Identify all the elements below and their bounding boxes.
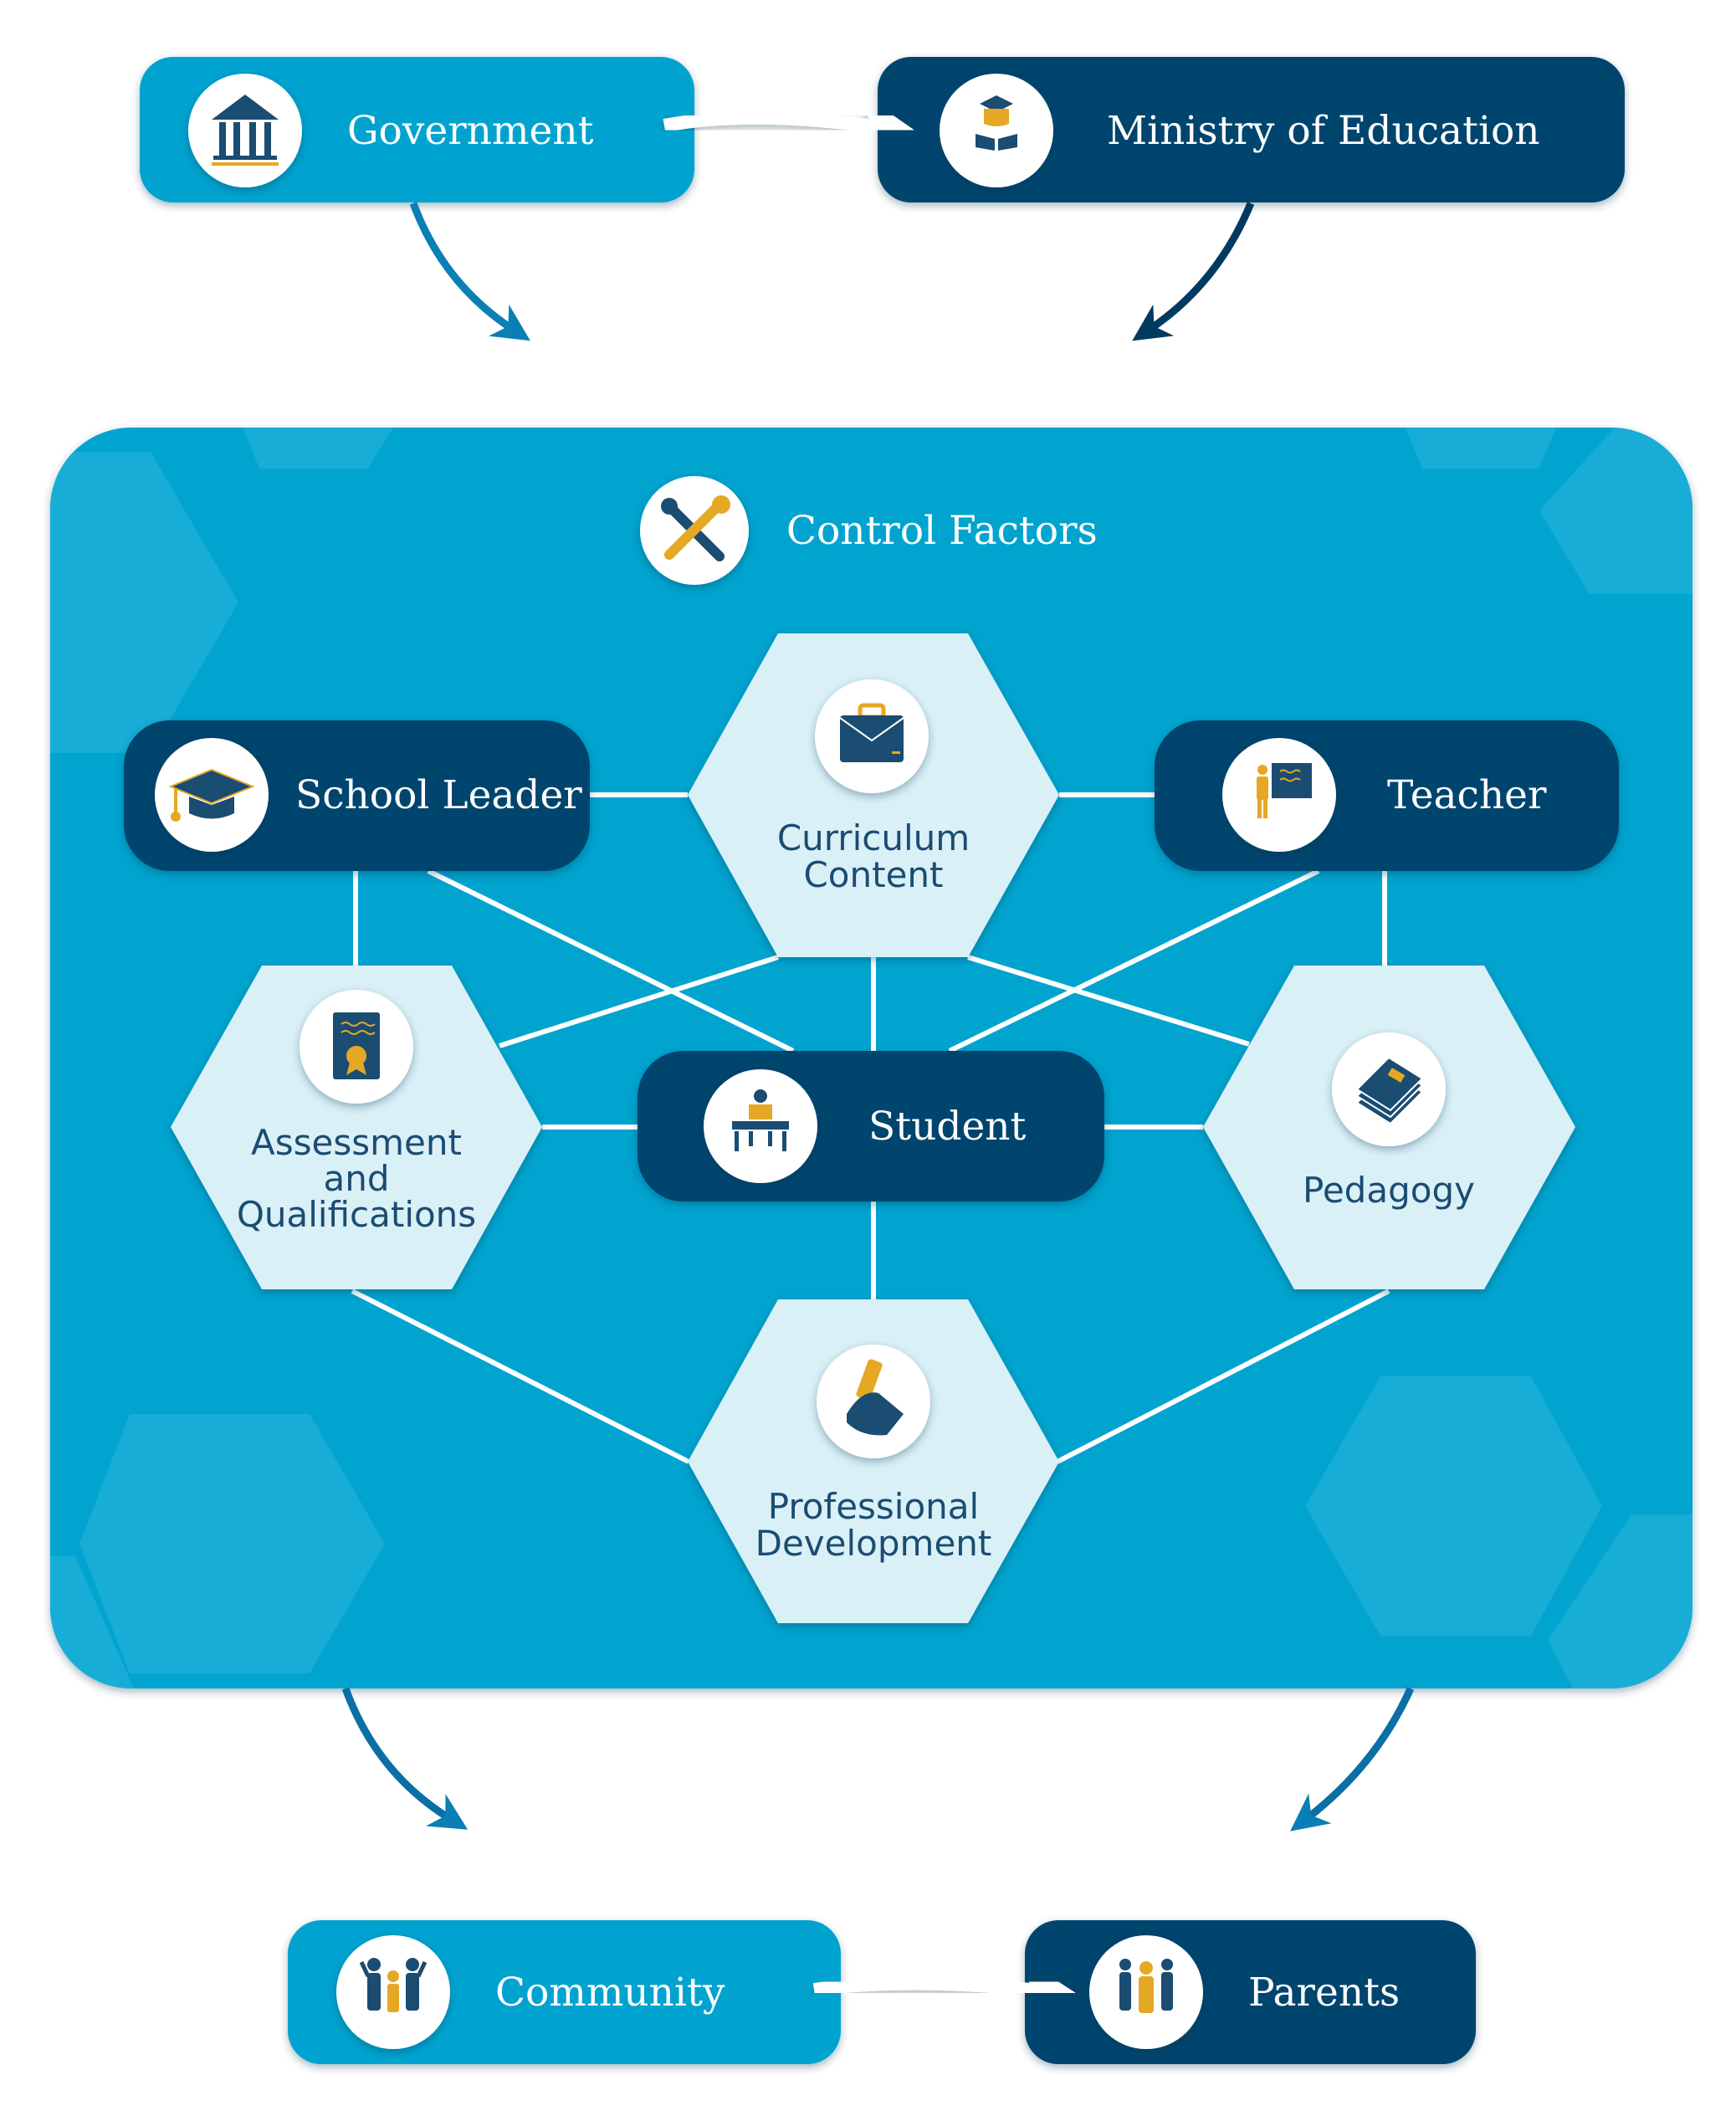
government-building-icon: [212, 95, 279, 166]
hex-professional-development[interactable]: Professional Development: [688, 1299, 1059, 1623]
community-box[interactable]: Community: [288, 1920, 841, 2064]
arrow-ministry-down: [1132, 202, 1255, 341]
hex-assessment-qualifications[interactable]: Assessment and Qualifications: [171, 966, 542, 1289]
briefcase-icon: [839, 703, 904, 762]
school-leader-label: School Leader: [295, 772, 582, 818]
curriculum-label-line1: Curriculum: [777, 817, 970, 858]
assessment-label-line2: and: [323, 1158, 389, 1199]
school-leader-box[interactable]: School Leader: [124, 720, 590, 871]
student-box[interactable]: Student: [638, 1051, 1104, 1201]
certificate-icon: [333, 1012, 380, 1079]
parents-label: Parents: [1248, 1970, 1400, 2016]
control-factors-title: Control Factors: [786, 508, 1098, 554]
teacher-board-icon: [1257, 763, 1312, 818]
professional-label-line2: Development: [755, 1523, 992, 1564]
curriculum-label-line2: Content: [803, 854, 943, 895]
arrow-panel-to-parents: [1290, 1687, 1415, 1832]
teacher-label: Teacher: [1387, 772, 1547, 818]
professional-label-line1: Professional: [768, 1486, 979, 1527]
family-icon: [1119, 1959, 1173, 2013]
student-label: Student: [868, 1104, 1027, 1150]
government-box[interactable]: Government: [140, 57, 694, 202]
tools-icon: [661, 495, 730, 561]
ministry-label: Ministry of Education: [1107, 108, 1540, 154]
assessment-label-line3: Qualifications: [237, 1194, 476, 1235]
diploma-hand-icon: [847, 1359, 904, 1436]
hex-curriculum-content[interactable]: Curriculum Content: [688, 633, 1059, 957]
arrow-government-to-ministry: [663, 90, 919, 156]
hex-pedagogy[interactable]: Pedagogy: [1203, 966, 1575, 1289]
pedagogy-label: Pedagogy: [1303, 1170, 1475, 1211]
parents-box[interactable]: Parents: [1025, 1920, 1476, 2064]
arrow-government-down: [409, 202, 530, 341]
government-label: Government: [347, 108, 594, 154]
arrow-panel-to-community: [341, 1687, 469, 1830]
teacher-box[interactable]: Teacher: [1155, 720, 1619, 871]
student-desk-icon: [732, 1089, 789, 1151]
connector-lines: [351, 792, 1390, 1464]
assessment-label-line1: Assessment: [251, 1122, 462, 1163]
books-icon: [1355, 1056, 1424, 1125]
graduate-book-icon: [976, 95, 1017, 151]
background-hexagons: [50, 428, 1692, 1688]
community-icon: [359, 1958, 428, 2012]
arrow-community-to-parents: [812, 1954, 1079, 2021]
mortarboard-icon: [168, 768, 255, 822]
community-label: Community: [495, 1970, 725, 2016]
ministry-box[interactable]: Ministry of Education: [878, 57, 1625, 202]
